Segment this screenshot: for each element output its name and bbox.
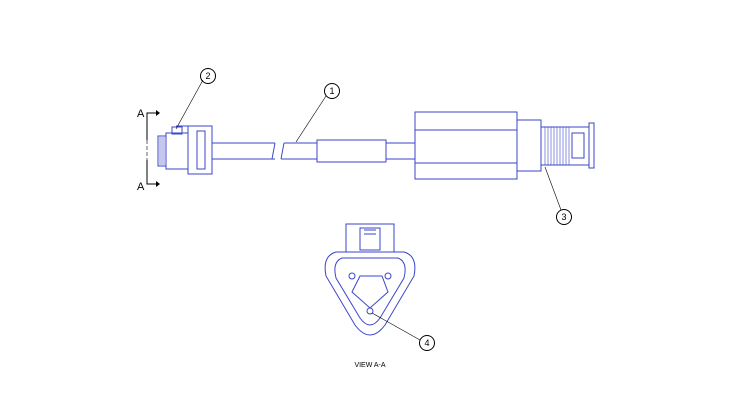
callout-4-leader — [371, 312, 421, 341]
right-connector — [540, 122, 595, 169]
left-connector — [157, 125, 213, 175]
callout-3-label: 3 — [561, 212, 566, 222]
view-a-a — [324, 223, 416, 336]
callout-1-leader — [295, 95, 327, 143]
section-marker-top: A — [137, 108, 160, 140]
callout-1: 1 — [324, 83, 340, 99]
module-body — [414, 111, 542, 180]
callout-2-leader — [175, 79, 204, 130]
section-marker-bottom: A — [137, 160, 160, 193]
section-marker-bottom-label: A — [137, 181, 145, 193]
callout-2: 2 — [200, 68, 216, 84]
callout-4: 4 — [419, 335, 435, 351]
callout-2-label: 2 — [205, 71, 210, 81]
cable — [212, 139, 415, 163]
callout-1-label: 1 — [329, 86, 334, 96]
callout-3-leader — [544, 166, 562, 211]
view-label: VIEW A-A — [354, 362, 385, 369]
callout-4-label: 4 — [424, 338, 429, 348]
callout-3: 3 — [556, 209, 572, 225]
section-marker-top-label: A — [137, 108, 145, 120]
